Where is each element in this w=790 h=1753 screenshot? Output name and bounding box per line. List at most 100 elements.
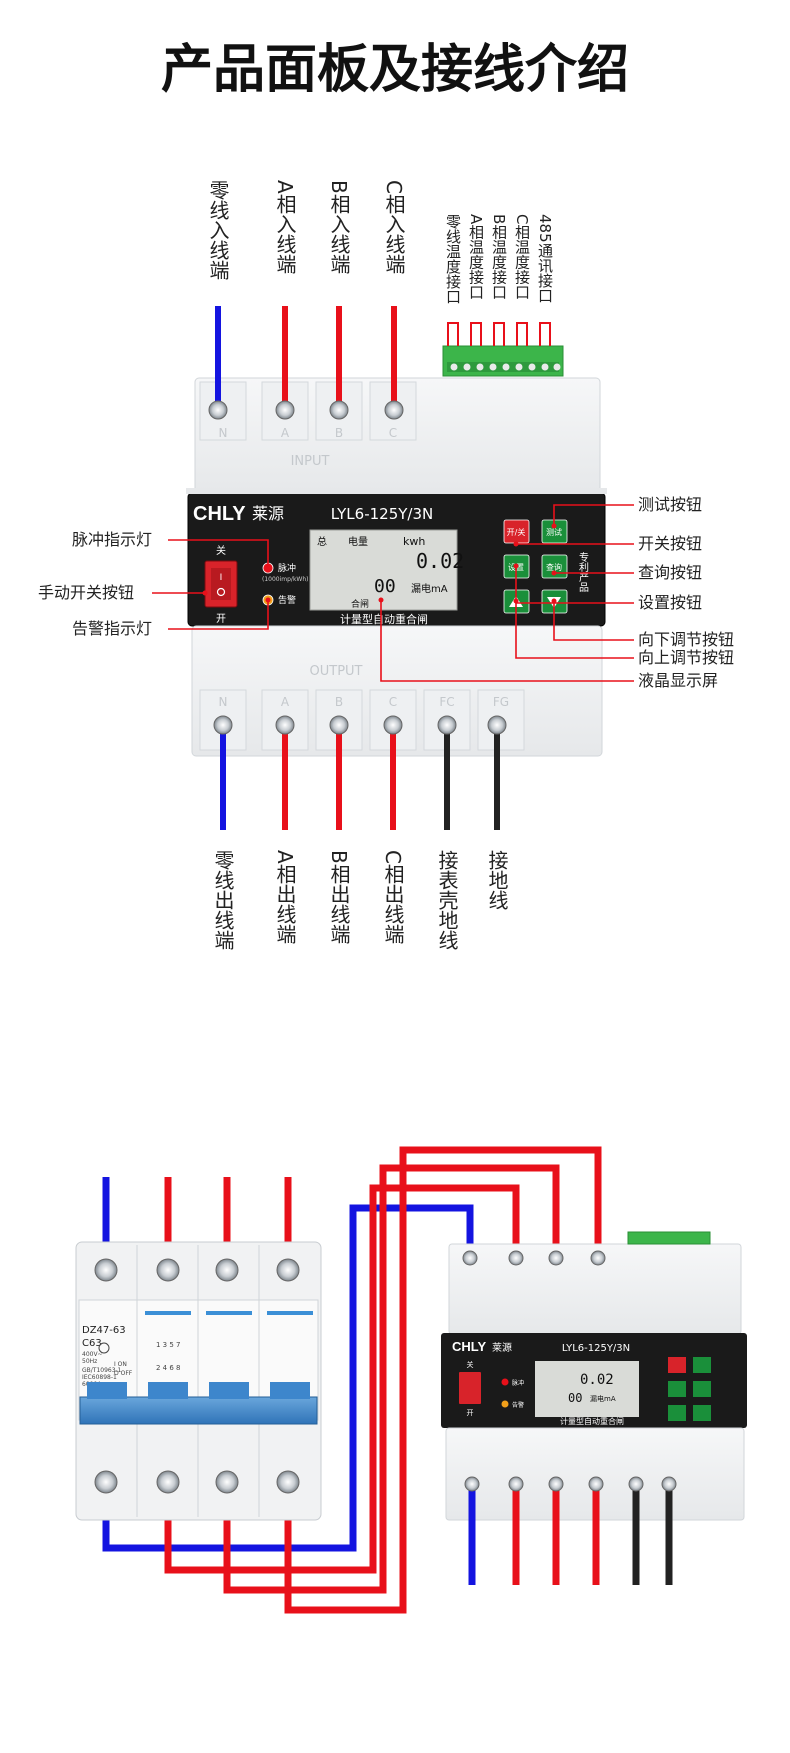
small-lcd-energy: 0.02 xyxy=(580,1372,614,1388)
output-label-fc: 接表壳地线 xyxy=(435,850,459,950)
callout-lcd: 液晶显示屏 xyxy=(638,671,718,690)
input-label-n: 零线入线端 xyxy=(206,180,230,280)
sensor-connector xyxy=(442,345,564,377)
input-label-a: A相入线端 xyxy=(273,180,297,274)
callout-power-button: 开关按钮 xyxy=(638,534,702,553)
small-lcd-leak: 00 xyxy=(568,1391,582,1405)
switch-top-label: 关 xyxy=(216,544,226,557)
model-number: LYL6-125Y/3N xyxy=(331,505,433,523)
brand-logo: CHLY xyxy=(193,503,246,525)
power-button-label: 开/关 xyxy=(507,527,526,537)
output-label-c: C相出线端 xyxy=(381,850,405,944)
input-section-label: INPUT xyxy=(291,454,330,469)
small-output-screws xyxy=(464,1476,677,1492)
input-label-c: C相入线端 xyxy=(382,180,406,274)
small-brand-cn: 莱源 xyxy=(492,1341,512,1354)
sensor-label-b: B相温度接口 xyxy=(490,214,508,299)
output-screws xyxy=(213,715,507,735)
brand-cn: 莱源 xyxy=(252,504,284,523)
callout-down-button: 向下调节按钮 xyxy=(638,630,734,649)
breaker-spec-1: 50Hz xyxy=(82,1358,97,1365)
small-brand-logo: CHLY xyxy=(452,1339,487,1354)
output-label-fg: 接地线 xyxy=(485,850,509,910)
lcd-screen xyxy=(309,529,458,611)
breaker-on: I ON xyxy=(114,1361,127,1368)
callout-setup-button: 设置按钮 xyxy=(638,593,702,612)
breaker-terms-top: 1 3 5 7 xyxy=(156,1341,181,1349)
callout-lines-left xyxy=(152,539,269,630)
out-plate-fc: FC xyxy=(439,695,454,709)
breaker-spec-0: 400V~ xyxy=(82,1351,103,1358)
sensor-label-a: A相温度接口 xyxy=(467,214,485,299)
out-plate-b: B xyxy=(335,695,343,709)
lcd-energy-value: 0.02 xyxy=(416,549,464,573)
out-plate-n: N xyxy=(219,695,228,709)
plate-letter-n: N xyxy=(219,426,228,440)
callout-manual-switch: 手动开关按钮 xyxy=(38,583,134,602)
out-plate-a: A xyxy=(281,695,290,709)
output-terminal-plates: N A B C FC FG xyxy=(199,689,525,751)
small-product-name: 计量型自动重合闸 xyxy=(560,1416,624,1426)
out-plate-c: C xyxy=(389,695,397,709)
out-plate-fg: FG xyxy=(493,695,509,709)
lcd-unit: kwh xyxy=(403,535,425,548)
plate-letter-b: B xyxy=(335,426,343,440)
callout-query-button: 查询按钮 xyxy=(638,563,702,582)
output-wires xyxy=(220,725,500,830)
breaker-handle-bar[interactable] xyxy=(79,1396,318,1425)
svg-text:I: I xyxy=(220,573,223,583)
breaker-spec-3: IEC60898-1 xyxy=(82,1374,117,1381)
callout-lines-right xyxy=(380,504,634,682)
breaker-model: DZ47-63 xyxy=(82,1325,126,1336)
callout-test-button: 测试按钮 xyxy=(638,495,702,514)
output-labels: 零线出线端 A相出线端 B相出线端 C相出线端 接表壳地线 接地线 xyxy=(211,850,509,950)
output-section-label: OUTPUT xyxy=(310,664,363,679)
small-model-number: LYL6-125Y/3N xyxy=(562,1343,630,1354)
input-screws xyxy=(208,400,404,420)
pulse-sub: (1000imp/kWh) xyxy=(262,576,309,583)
small-switch-top: 关 xyxy=(467,1360,474,1369)
small-lcd-leak-label: 漏电mA xyxy=(590,1394,616,1403)
breaker-rating: C63 xyxy=(82,1338,102,1349)
sensor-labels: 零线温度接口 A相温度接口 B相温度接口 C相温度接口 485通讯接口 xyxy=(444,214,554,304)
query-button-label: 查询 xyxy=(546,562,562,572)
small-alarm: 告警 xyxy=(512,1401,524,1409)
patent-label: 专利产品 xyxy=(577,551,589,593)
sensor-port-brackets xyxy=(447,322,551,346)
pulse-label: 脉冲 xyxy=(278,562,296,574)
lcd-total: 总 xyxy=(317,535,327,548)
sensor-label-c: C相温度接口 xyxy=(513,214,531,300)
product-name: 计量型自动重合闸 xyxy=(340,612,428,626)
small-pulse: 脉冲 xyxy=(512,1379,524,1387)
breaker-terms-bottom: 2 4 6 8 xyxy=(156,1364,181,1372)
switch-bottom-label: 开 xyxy=(216,614,226,625)
plate-letter-c: C xyxy=(389,426,397,440)
input-wires xyxy=(215,306,397,410)
alarm-label: 告警 xyxy=(278,594,296,606)
callout-up-button: 向上调节按钮 xyxy=(638,648,734,667)
lcd-status: 合闸 xyxy=(351,598,369,610)
output-label-a: A相出线端 xyxy=(273,850,297,944)
sensor-label-n: 零线温度接口 xyxy=(444,214,462,304)
small-output-wires xyxy=(468,1484,673,1585)
plate-letter-a: A xyxy=(281,426,290,440)
lcd-leak-value: 00 xyxy=(374,576,396,597)
lcd-leak-label: 漏电mA xyxy=(411,582,448,595)
callout-dots-left xyxy=(202,565,271,603)
input-labels: 零线入线端 A相入线端 B相入线端 C相入线端 xyxy=(206,180,406,280)
small-switch-bottom: 开 xyxy=(467,1409,474,1417)
callout-pulse-led: 脉冲指示灯 xyxy=(72,530,152,549)
sensor-label-485: 485通讯接口 xyxy=(536,214,554,303)
output-label-b: B相出线端 xyxy=(327,850,351,944)
test-button-label: 测试 xyxy=(546,527,562,537)
output-label-n: 零线出线端 xyxy=(211,850,235,950)
input-label-b: B相入线端 xyxy=(327,180,351,274)
crossover-wires xyxy=(102,1146,602,1614)
breaker-spec-2: GB/T10963.1 xyxy=(82,1367,121,1374)
cert-mark-icon xyxy=(98,1342,110,1354)
callout-alarm-led: 告警指示灯 xyxy=(72,619,152,638)
circuit-breaker: DZ47-63 C63 400V~ 50Hz GB/T10963.1 IEC60… xyxy=(75,1241,322,1521)
page-title: 产品面板及接线介绍 xyxy=(161,40,629,100)
callout-dots-right xyxy=(378,523,557,604)
